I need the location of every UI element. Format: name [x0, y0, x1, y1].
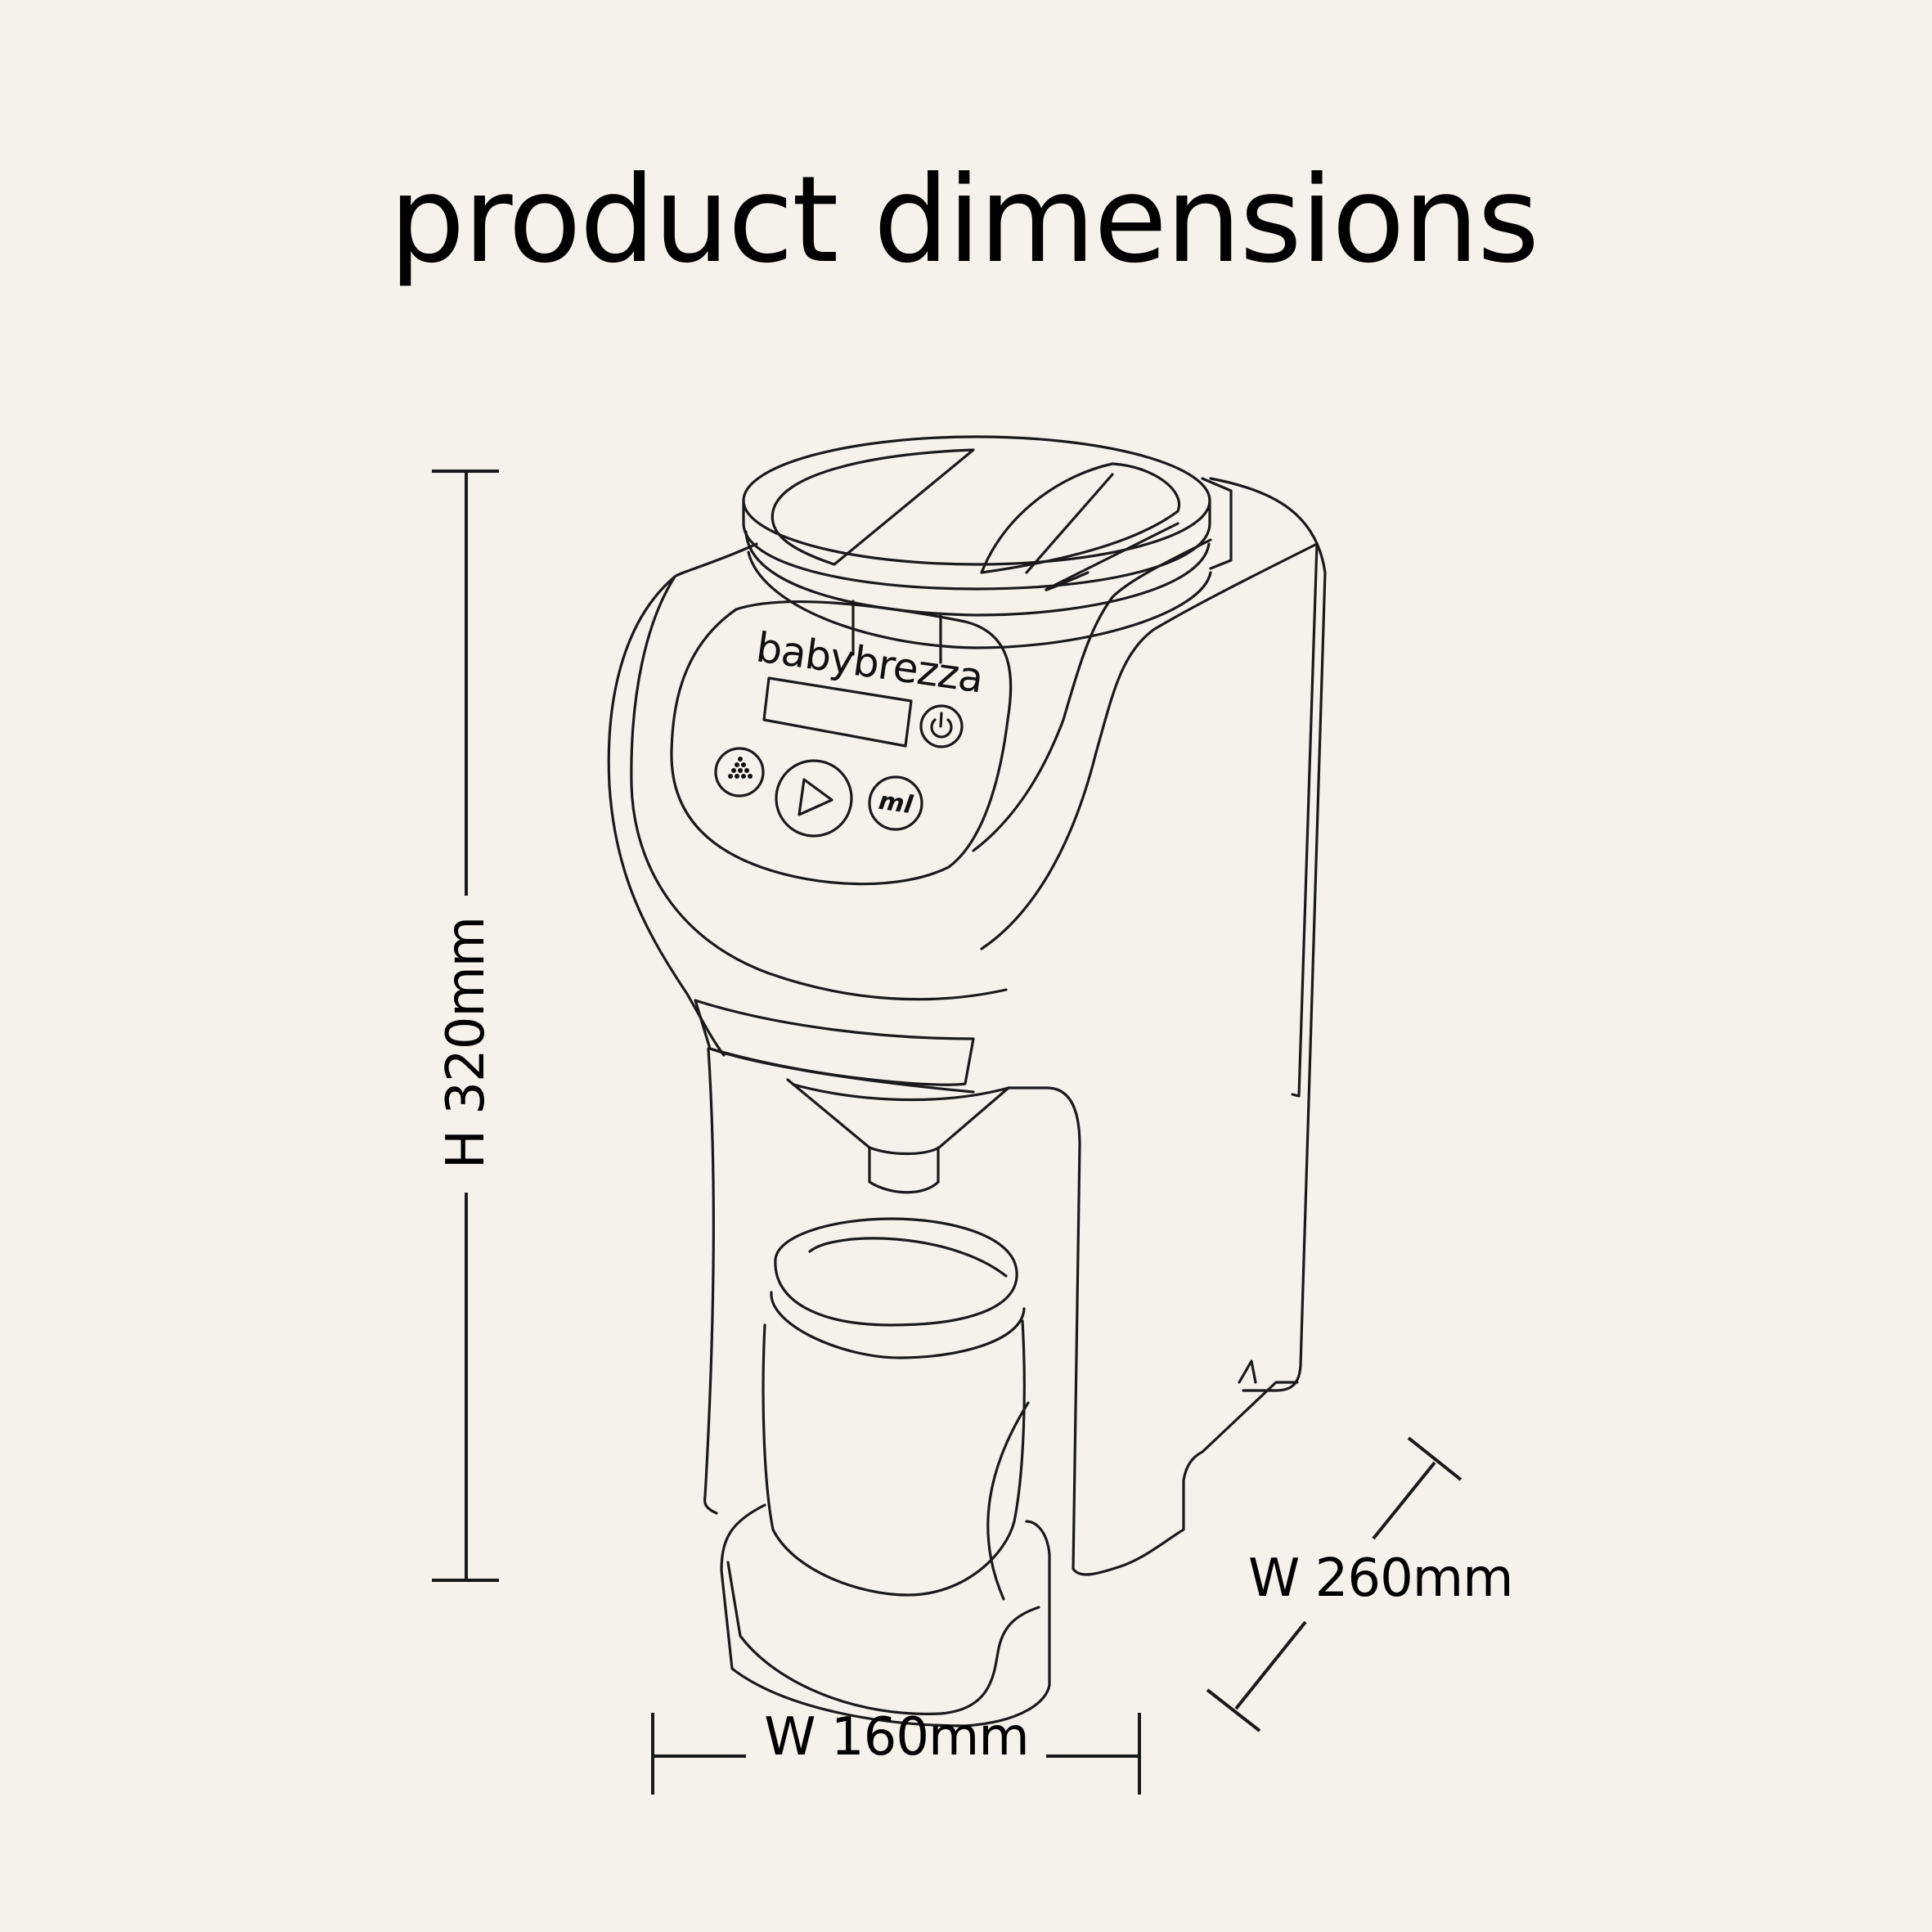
play-icon — [798, 778, 833, 816]
depth-dimension-line — [1206, 1436, 1462, 1732]
power-icon — [930, 712, 953, 739]
power-button[interactable] — [919, 704, 964, 748]
depth-dimension-label: W 260mm — [1248, 1548, 1513, 1609]
powder-button[interactable] — [714, 747, 765, 798]
lcd-display — [762, 676, 913, 748]
formula-container-lid — [742, 435, 1233, 664]
height-dimension-label: H 320mm — [436, 916, 496, 1170]
ml-icon: ml — [876, 786, 915, 820]
width-dimension-line — [651, 1713, 1141, 1795]
height-dimension-line — [432, 470, 499, 1582]
width-dimension-label: W 160mm — [764, 1707, 1029, 1768]
powder-pile-icon — [728, 757, 753, 779]
start-button[interactable] — [775, 759, 853, 838]
page-title: product dimensions — [389, 151, 1539, 290]
volume-button[interactable] — [868, 775, 923, 831]
